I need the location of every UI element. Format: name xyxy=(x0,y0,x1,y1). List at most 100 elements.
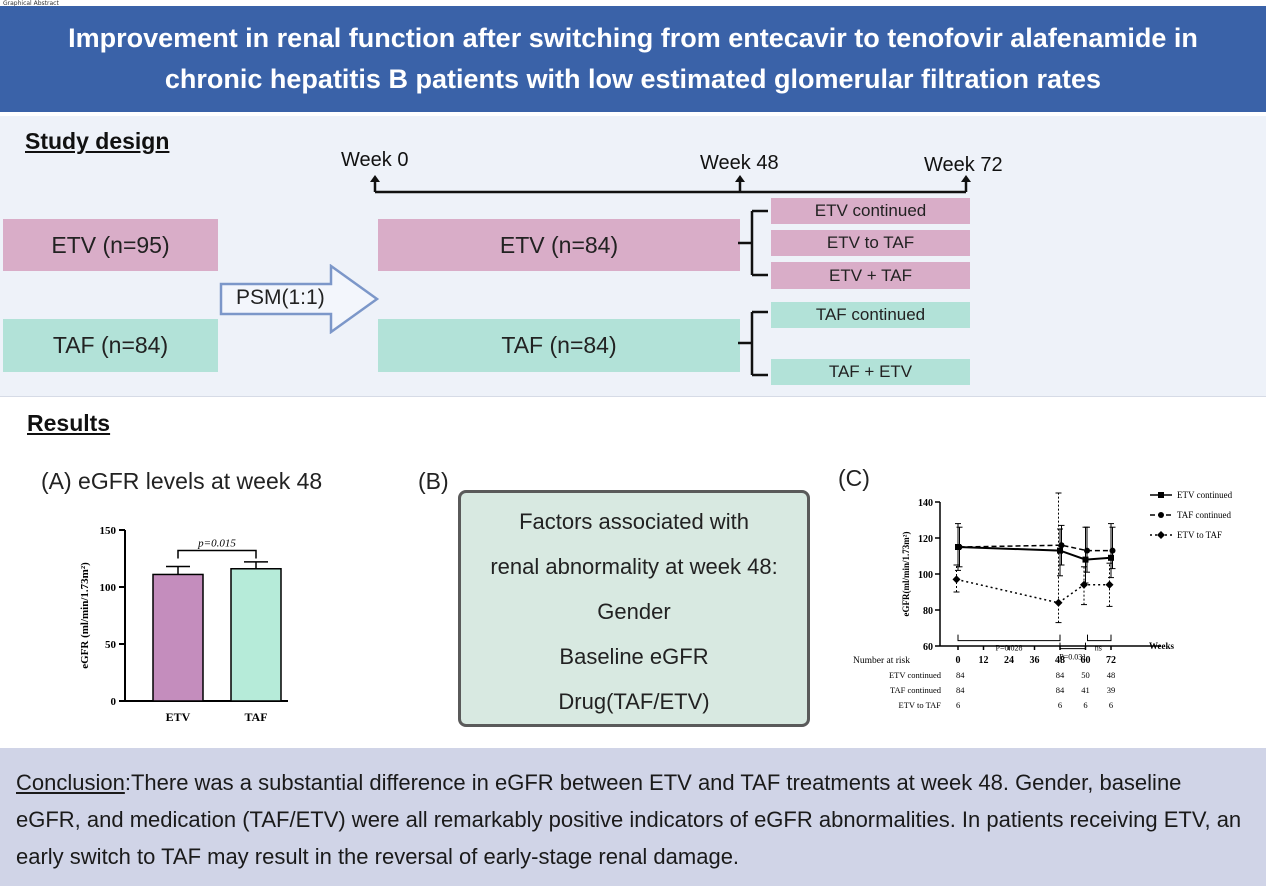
branch-taf-plus-etv: TAF + ETV xyxy=(771,359,970,385)
annotation-p-028: P=0.028 xyxy=(996,644,1023,653)
risk-value: 84 xyxy=(1056,685,1065,695)
bar-taf xyxy=(230,568,282,702)
data-point xyxy=(1058,542,1065,549)
branch-etv-to-taf: ETV to TAF xyxy=(771,230,970,256)
data-point xyxy=(956,544,963,550)
p-value-annotation: p=0.015 xyxy=(197,538,236,550)
bracket-60-72 xyxy=(1087,634,1112,642)
corner-label: Graphical Abstract xyxy=(3,0,59,7)
bar-etv xyxy=(152,573,204,702)
risk-value: 50 xyxy=(1081,670,1090,680)
x-axis-label: Weeks xyxy=(1149,641,1174,651)
series-line-0 xyxy=(957,546,1112,561)
conclusion-text: :There was a substantial difference in e… xyxy=(16,770,1242,869)
factor-baseline-egfr: Baseline eGFR xyxy=(559,644,709,669)
branch-taf-continued: TAF continued xyxy=(771,302,970,328)
panel-b-label: (B) xyxy=(418,468,449,494)
y-tick-label: 140 xyxy=(918,498,933,509)
data-point xyxy=(1108,554,1114,561)
legend-marker xyxy=(1158,492,1164,498)
annotation-p-031: P=0.031 xyxy=(1059,653,1086,662)
etv-initial-box: ETV (n=95) xyxy=(3,219,218,271)
legend-label: ETV continued xyxy=(1177,490,1233,500)
data-point xyxy=(1084,547,1090,554)
title-line-2: chronic hepatitis B patients with low es… xyxy=(164,64,1102,94)
y-axis-label: eGFR (ml/min/1.73m²) xyxy=(79,562,91,669)
legend-marker xyxy=(1157,531,1165,539)
week-0-label: Week 0 xyxy=(341,149,409,171)
y-axis-label: eGFR(ml/min/1.73m²) xyxy=(901,532,911,617)
risk-value: 6 xyxy=(1058,700,1062,710)
week-72-label: Week 72 xyxy=(924,154,1003,176)
risk-value: 39 xyxy=(1107,685,1116,695)
data-point xyxy=(1080,580,1088,589)
risk-value: 48 xyxy=(1107,670,1116,680)
factor-gender: Gender xyxy=(597,599,671,624)
week-48-label: Week 48 xyxy=(700,152,779,174)
factor-drug: Drug(TAF/ETV) xyxy=(558,689,710,714)
data-point xyxy=(1054,598,1063,607)
timeline xyxy=(370,175,971,194)
data-point xyxy=(1057,547,1063,554)
x-tick-label: ETV xyxy=(166,710,191,724)
risk-value: 6 xyxy=(1083,700,1087,710)
y-tick-label: 50 xyxy=(105,639,117,651)
annotation-ns: ns xyxy=(1095,644,1102,653)
data-point xyxy=(1082,556,1089,563)
x-tick-label: 36 xyxy=(1030,655,1040,666)
x-tick-label: 72 xyxy=(1106,655,1116,666)
psm-label: PSM(1:1) xyxy=(236,286,325,309)
taf-matched-box: TAF (n=84) xyxy=(378,319,740,372)
data-point xyxy=(1109,547,1116,554)
x-tick-label: TAF xyxy=(244,710,267,724)
series-line-2 xyxy=(956,578,1110,604)
psm-arrow xyxy=(219,264,380,334)
study-design-title: Study design xyxy=(25,128,170,154)
x-tick-label: 0 xyxy=(956,655,961,666)
panel-a-title: (A) eGFR levels at week 48 xyxy=(41,468,323,494)
risk-value: 6 xyxy=(1109,700,1113,710)
risk-row-label: ETV to TAF xyxy=(899,700,942,710)
etv-matched-box: ETV (n=84) xyxy=(378,219,740,271)
x-tick-label: 12 xyxy=(979,655,989,666)
risk-value: 84 xyxy=(956,685,965,695)
legend-label: TAF continued xyxy=(1177,510,1232,520)
y-tick-label: 120 xyxy=(918,534,933,545)
bracket-0-48 xyxy=(957,634,1061,642)
x-tick-label: 48 xyxy=(1055,655,1065,666)
title-line-1: Improvement in renal function after swit… xyxy=(68,23,1198,53)
y-tick-label: 0 xyxy=(111,696,117,708)
legend-label: ETV to TAF xyxy=(1177,530,1222,540)
risk-value: 6 xyxy=(956,700,960,710)
risk-value: 41 xyxy=(1081,685,1090,695)
egfr-line-chart: 60 80 100 120 140 0 12 24 36 48 60 72 Weeks eGFR(ml/m… xyxy=(853,490,1233,710)
factors-line-2: renal abnormality at week 48: xyxy=(490,554,778,579)
panel-c-label: (C) xyxy=(838,465,870,491)
number-at-risk-label: Number at risk xyxy=(853,656,910,666)
significance-bracket xyxy=(177,549,257,559)
page-title: Improvement in renal function after swit… xyxy=(0,6,1266,112)
factors-line-1: Factors associated with xyxy=(519,509,749,534)
data-point xyxy=(952,575,961,584)
risk-value: 84 xyxy=(1056,670,1065,680)
factors-box: Factors associated with renal abnormalit… xyxy=(458,490,810,727)
branch-etv-continued: ETV continued xyxy=(771,198,970,224)
legend-marker xyxy=(1158,512,1164,518)
x-tick-label: 60 xyxy=(1081,655,1091,666)
risk-row-label: ETV continued xyxy=(889,670,942,680)
results-title: Results xyxy=(27,410,111,436)
conclusion-section: Conclusion:There was a substantial diffe… xyxy=(0,748,1266,886)
branch-etv-plus-taf: ETV + TAF xyxy=(771,262,970,289)
y-tick-label: 100 xyxy=(918,570,933,581)
y-tick-label: 80 xyxy=(923,606,933,617)
bracket-48-60 xyxy=(1059,642,1086,650)
conclusion-label: Conclusion xyxy=(16,770,125,795)
risk-value: 84 xyxy=(956,670,965,680)
x-tick-label: 24 xyxy=(1004,655,1014,666)
data-point xyxy=(1105,580,1114,589)
series-line-1 xyxy=(959,544,1113,552)
taf-initial-box: TAF (n=84) xyxy=(3,319,218,372)
y-tick-label: 100 xyxy=(100,582,117,594)
y-tick-label: 60 xyxy=(923,642,933,653)
